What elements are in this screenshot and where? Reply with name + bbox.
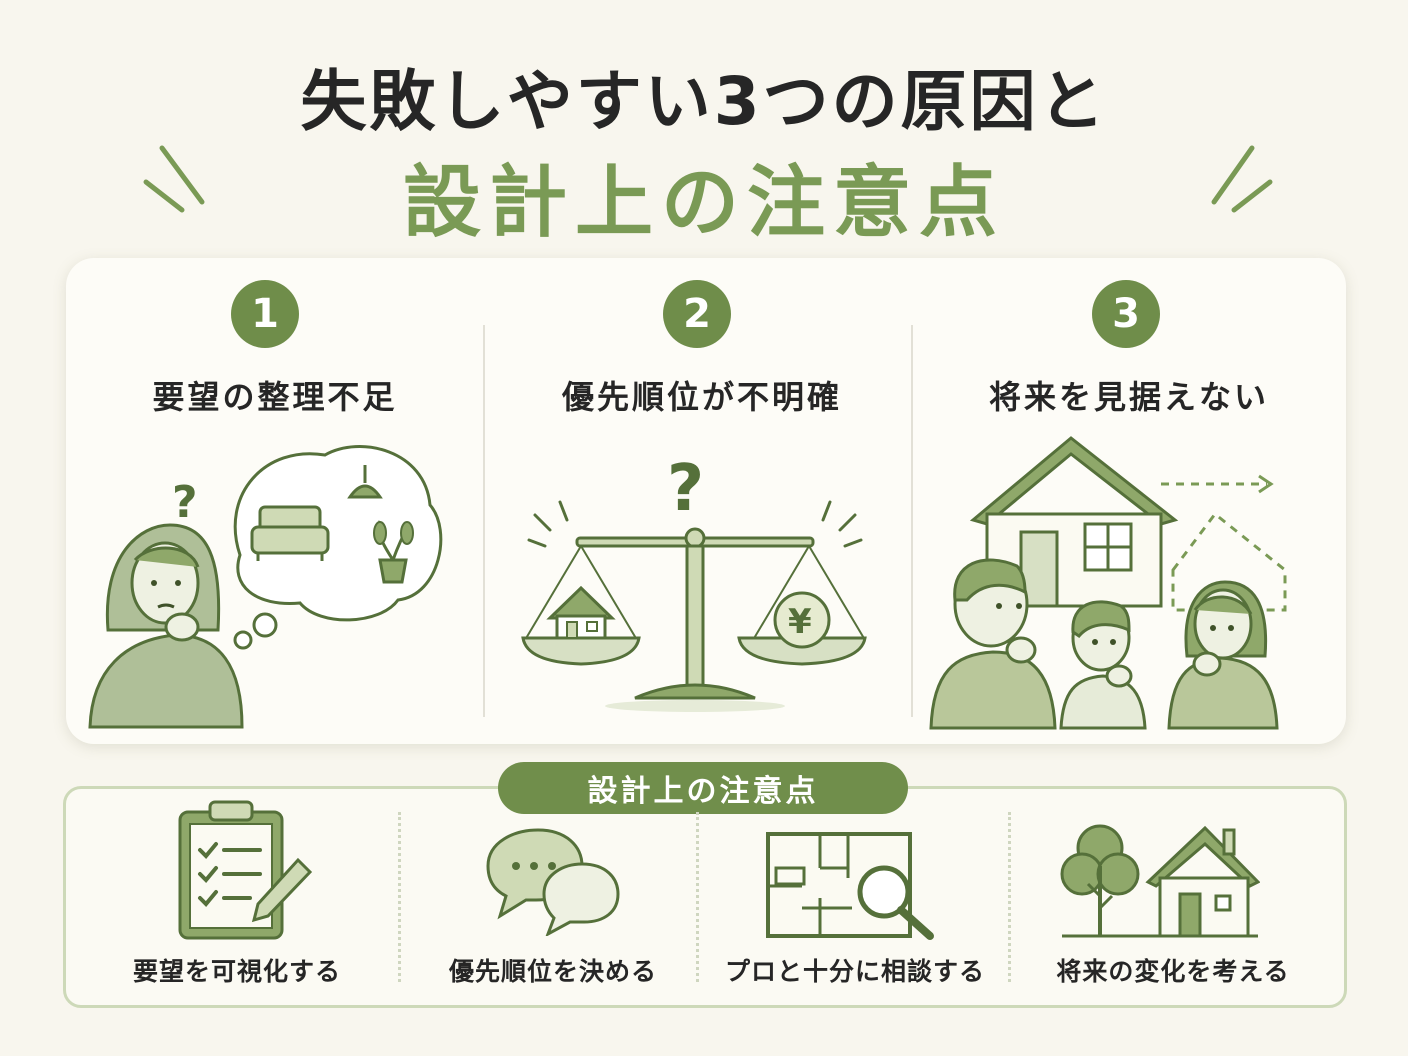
tip-label: 優先順位を決める: [448, 957, 657, 986]
cause-title: 要望の整理不足: [152, 378, 398, 416]
cause-number-badge: 1: [231, 280, 299, 348]
divider: [696, 812, 699, 982]
sparkle-lines-right-icon: [1211, 145, 1273, 213]
confused-woman-thought-bubble-icon: ?: [88, 445, 443, 729]
tip-label: 将来の変化を考える: [1056, 957, 1290, 986]
speech-bubbles-icon: [486, 828, 620, 936]
page-title: 失敗しやすい3つの原因と: [300, 63, 1108, 140]
divider: [1008, 812, 1011, 982]
sparkle-lines-left-icon: [143, 145, 205, 213]
tip-label: 要望を可視化する: [132, 957, 341, 986]
cause-title: 将来を見据えない: [988, 378, 1269, 416]
balance-scale-house-yen-icon: ? ¥: [521, 452, 867, 712]
floorplan-magnifier-icon: [766, 832, 934, 940]
cause-title: 優先順位が不明確: [561, 378, 842, 416]
svg-text:?: ?: [172, 477, 198, 528]
tip-label: プロと十分に相談する: [724, 957, 985, 986]
tips-header: 設計上の注意点: [498, 762, 908, 814]
divider: [483, 325, 485, 717]
cause-number-badge: 2: [663, 280, 731, 348]
divider: [398, 812, 401, 982]
page-subtitle: 設計上の注意点: [402, 158, 1005, 248]
svg-text:?: ?: [667, 452, 704, 526]
cause-number-badge: 3: [1092, 280, 1160, 348]
family-house-future-icon: [929, 436, 1287, 730]
divider: [911, 325, 913, 717]
svg-text:¥: ¥: [788, 602, 812, 642]
clipboard-checklist-icon: [178, 800, 313, 940]
tree-house-icon: [1060, 824, 1260, 938]
